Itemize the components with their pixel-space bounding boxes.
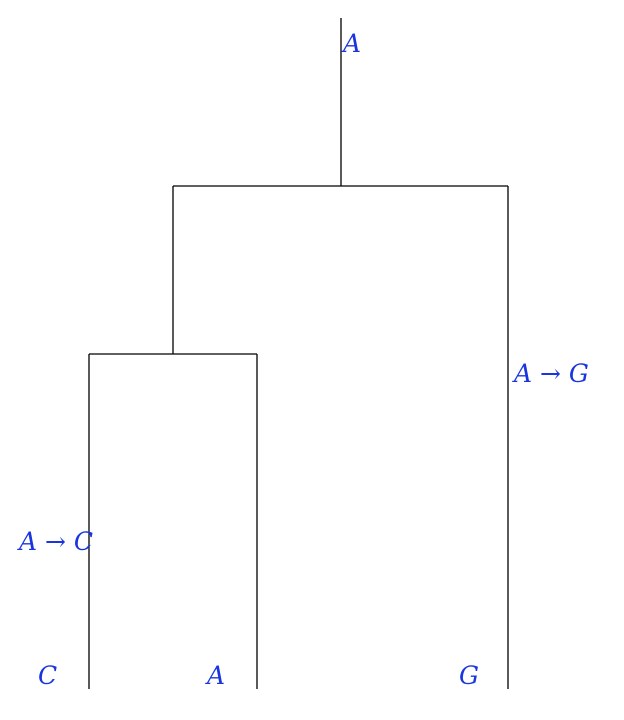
root-state-label: A [341,29,361,58]
leaf-label-c: C [38,661,57,690]
mutation-label-a-to-g: A → G [512,359,589,388]
leaf-label-a: A [205,661,225,690]
labels: A A → G A → C C A G [17,29,589,690]
mutation-label-a-to-c: A → C [17,527,93,556]
leaf-label-g: G [459,661,479,690]
